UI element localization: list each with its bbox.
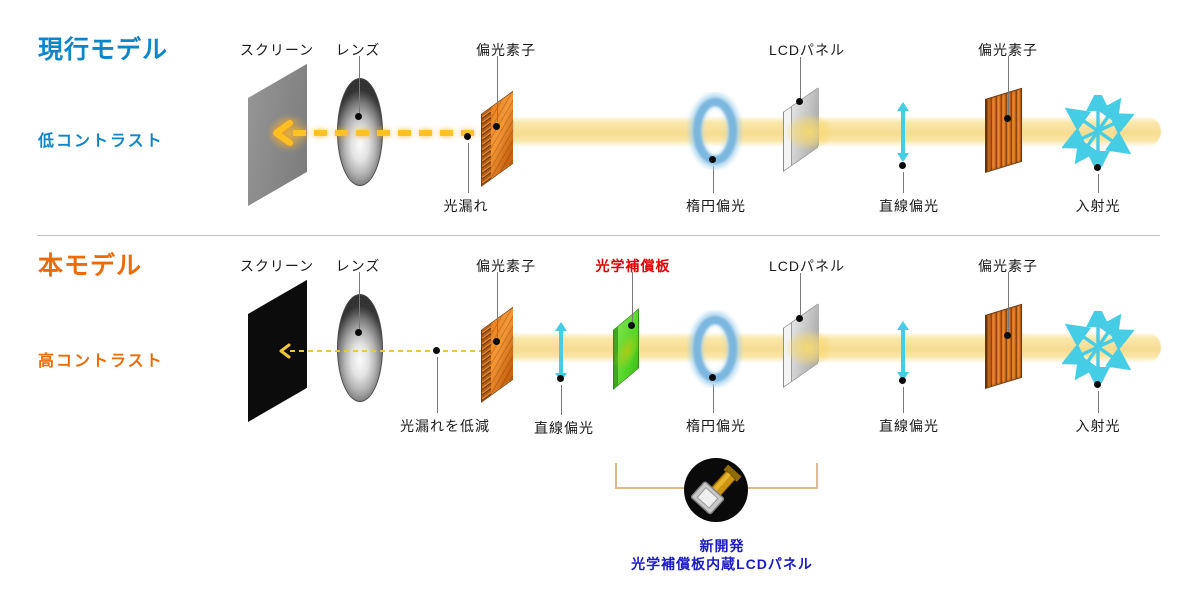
callout-dot (355, 329, 362, 336)
lens-label: レンズ (335, 258, 381, 274)
screen-label: スクリーン (239, 42, 315, 58)
callout-dot (433, 347, 440, 354)
linear-polarization-arrow-icon (897, 102, 909, 162)
incident-light-label: 入射光 (1075, 198, 1121, 214)
leader-line (800, 273, 801, 315)
output-polarizer-label: 偏光素子 (476, 258, 536, 274)
leader-line (468, 143, 469, 193)
leader-line (1098, 391, 1099, 413)
lcd-beam-glow (776, 107, 842, 157)
lcd-panel-label: LCDパネル (768, 258, 845, 274)
linear-polarization-arrow-icon (555, 322, 567, 382)
elliptical-polarization-label: 楕円偏光 (686, 418, 746, 434)
row-title: 現行モデル (38, 36, 169, 64)
callout-dot (709, 374, 716, 381)
light-leakage-label: 光漏れを低減 (400, 418, 490, 434)
row-new-model: 本モデル 高コントラスト (0, 216, 1200, 436)
leader-line (437, 357, 438, 413)
callout-dot (493, 123, 500, 130)
callout-dot (493, 338, 500, 345)
lcd-chip-icon (690, 464, 742, 515)
leader-line (359, 272, 360, 330)
leader-line (713, 384, 714, 413)
new-development-label: 新開発 (699, 538, 745, 554)
callout-dot (464, 133, 471, 140)
callout-dot (355, 113, 362, 120)
polarizer-hatch (491, 307, 513, 395)
leader-line (497, 272, 498, 338)
row-subtitle: 高コントラスト (38, 353, 164, 370)
leader-line (903, 172, 904, 193)
dashed-leakage-beam (290, 350, 507, 352)
lens-shape (337, 294, 383, 402)
input-polarizer-label: 偏光素子 (978, 42, 1038, 58)
input-polarizer-panel (985, 303, 1022, 389)
incident-light-label: 入射光 (1075, 418, 1121, 434)
callout-dot (899, 377, 906, 384)
section-divider (37, 235, 1160, 236)
linear-polarization-arrow-icon (897, 321, 909, 381)
callout-dot (796, 315, 803, 322)
leader-line (1008, 56, 1009, 116)
leader-line (1098, 174, 1099, 193)
leader-line (903, 387, 904, 413)
incident-light-star-icon (1062, 95, 1134, 167)
compensator-label: 光学補償板 (595, 258, 671, 274)
lens-label: レンズ (335, 42, 381, 58)
linear-polarization-label: 直線偏光 (879, 418, 939, 434)
leakage-arrow-icon (279, 343, 291, 359)
callout-dot (899, 162, 906, 169)
linear-polarization-left-label: 直線偏光 (534, 420, 594, 436)
callout-dot (796, 98, 803, 105)
leader-line (1008, 272, 1009, 332)
leader-line (632, 272, 633, 322)
callout-dot (628, 322, 635, 329)
callout-dot (557, 375, 564, 382)
screen-label: スクリーン (239, 258, 315, 274)
callout-dot (1004, 115, 1011, 122)
leader-line (497, 56, 498, 122)
leader-line (561, 385, 562, 415)
callout-dot (1004, 332, 1011, 339)
output-polarizer-label: 偏光素子 (476, 42, 536, 58)
leader-line (800, 57, 801, 99)
incident-light-star-icon (1062, 311, 1134, 383)
lcd-panel-label: LCDパネル (768, 42, 845, 58)
row-current-model: 現行モデル 低コントラスト (0, 0, 1200, 220)
elliptical-polarization-label: 楕円偏光 (686, 198, 746, 214)
compensator-plate-shape (613, 308, 640, 390)
callout-dot (1094, 381, 1101, 388)
lcd-chip-badge (684, 458, 748, 522)
bracket-right (816, 463, 818, 489)
input-polarizer-panel (985, 87, 1022, 173)
callout-dot (1094, 164, 1101, 171)
leader-line (713, 166, 714, 193)
light-leakage-label: 光漏れ (443, 198, 489, 214)
bracket-left (615, 463, 617, 489)
row-title: 本モデル (38, 252, 143, 280)
dashed-leakage-beam (293, 130, 506, 136)
leader-line (359, 56, 360, 114)
polarizer-stripes (482, 323, 491, 402)
leakage-arrow-icon (273, 120, 293, 146)
lcd-beam-glow (776, 323, 842, 373)
polarizer-stripes (482, 107, 491, 186)
linear-polarization-label: 直線偏光 (879, 198, 939, 214)
input-polarizer-label: 偏光素子 (978, 258, 1038, 274)
row-subtitle: 低コントラスト (38, 133, 164, 150)
integrated-lcd-panel-label: 光学補償板内蔵LCDパネル (631, 556, 813, 572)
callout-dot (709, 156, 716, 163)
polarizer-hatch (491, 91, 513, 179)
